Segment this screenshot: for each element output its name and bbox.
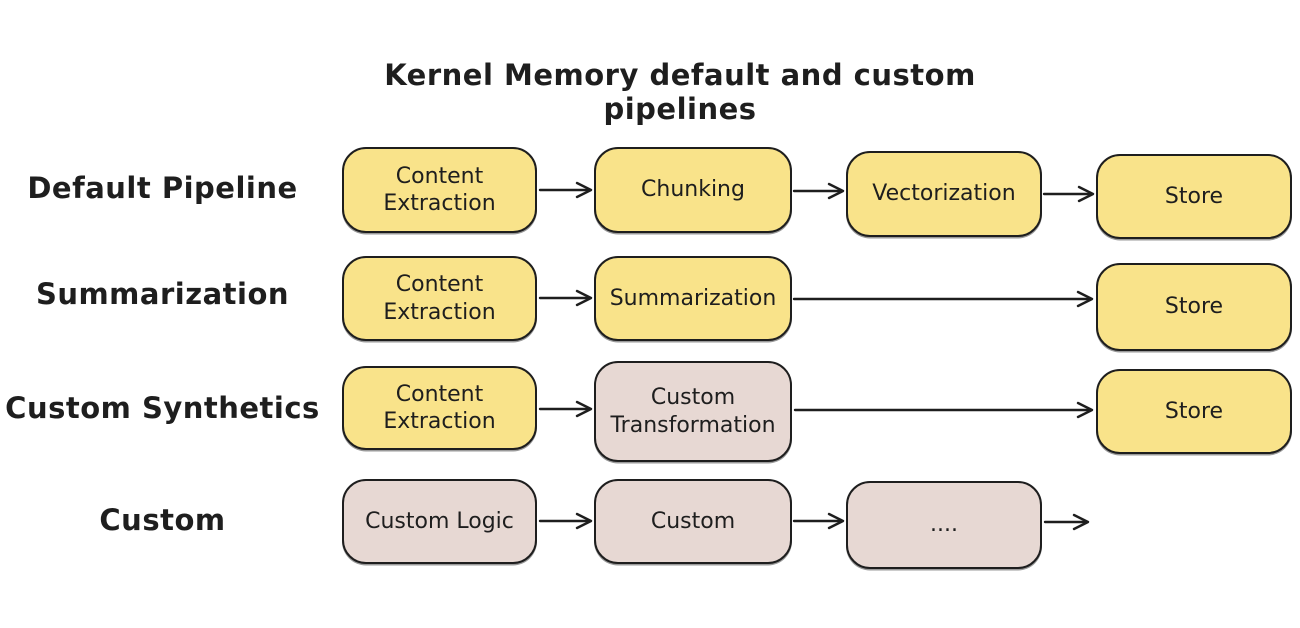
node-default-vectorization: Vectorization [846,151,1042,237]
node-synth-content-extraction: Content Extraction [342,366,537,450]
node-synth-custom-transformation: Custom Transformation [594,361,792,462]
node-custom-logic: Custom Logic [342,479,537,564]
node-summ-content-extraction: Content Extraction [342,256,537,341]
row-label-custom: Custom [99,503,226,537]
node-custom-custom: Custom [594,479,792,564]
row-label-default-pipeline: Default Pipeline [27,171,298,205]
node-summ-summarization: Summarization [594,256,792,341]
node-summ-store: Store [1096,263,1292,351]
node-default-store: Store [1096,154,1292,239]
row-label-summarization: Summarization [35,277,290,311]
node-default-chunking: Chunking [594,147,792,233]
diagram-title: Kernel Memory default and custom pipelin… [384,58,976,126]
node-default-content-extraction: Content Extraction [342,147,537,233]
node-synth-store: Store [1096,369,1292,454]
node-custom-ellipsis: .... [846,481,1042,569]
row-label-custom-synthetics: Custom Synthetics [5,391,320,425]
